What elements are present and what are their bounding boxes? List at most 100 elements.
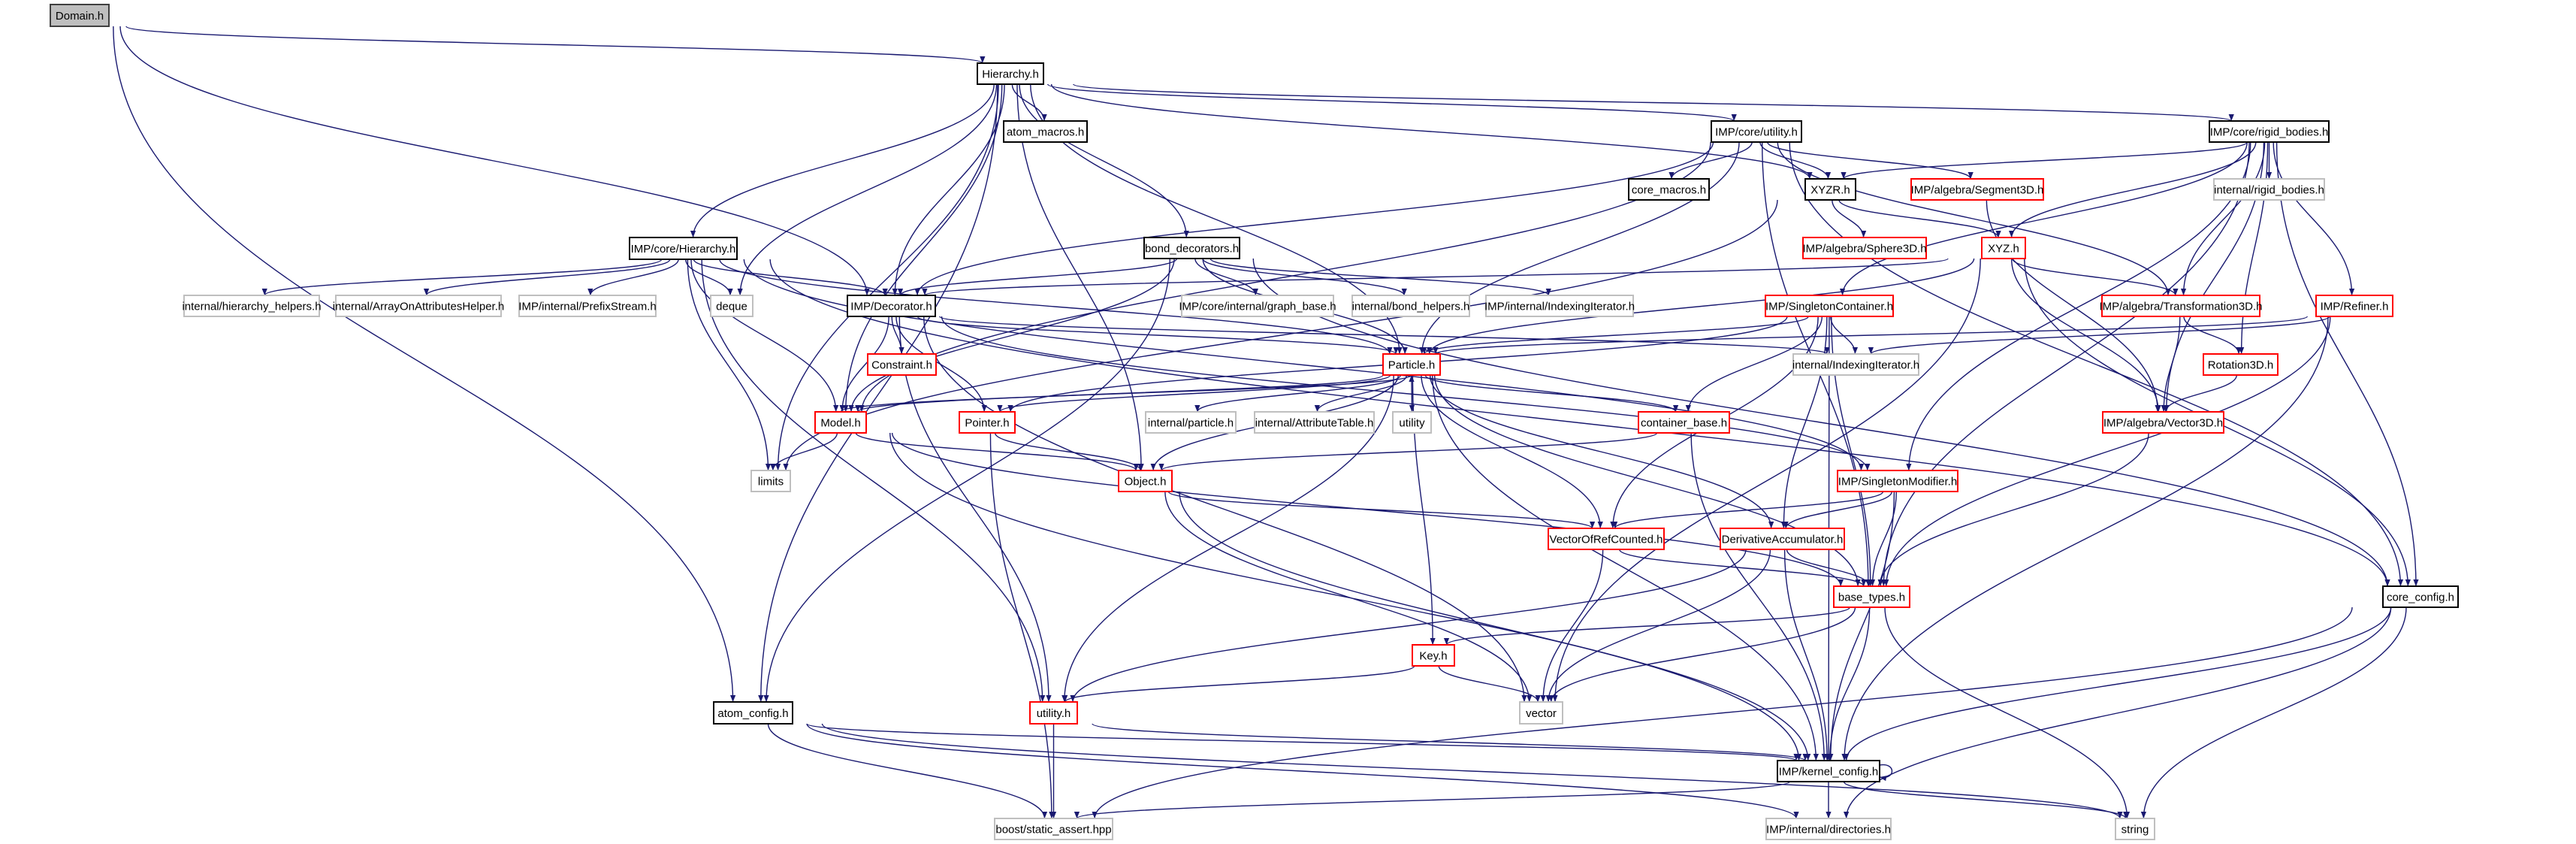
- node-core_config[interactable]: core_config.h: [2382, 585, 2459, 608]
- edge-model-to-limits: [770, 432, 838, 471]
- node-internal_indexing[interactable]: internal/IndexingIterator.h: [1792, 353, 1919, 376]
- edge-core_hierarchy-to-utility_h: [701, 259, 1046, 703]
- edge-hierarchy-to-model: [843, 83, 1003, 413]
- node-decorator[interactable]: IMP/Decorator.h: [847, 295, 936, 317]
- node-deque[interactable]: deque: [710, 295, 753, 317]
- edge-bond_decorators-to-graph_base: [1194, 258, 1258, 296]
- node-atom_macros[interactable]: atom_macros.h: [1003, 120, 1088, 143]
- node-vector3d[interactable]: IMP/algebra/Vector3D.h: [2102, 411, 2224, 434]
- node-domain[interactable]: Domain.h: [50, 4, 110, 27]
- edges-layer: [113, 26, 2419, 819]
- node-pointer[interactable]: Pointer.h: [959, 411, 1016, 434]
- node-label: IMP/core/rigid_bodies.h: [2210, 126, 2329, 139]
- edge-atom_config-to-string: [821, 723, 2123, 819]
- node-core_macros[interactable]: core_macros.h: [1628, 178, 1710, 201]
- edge-particle-to-kernel_config: [1432, 374, 1819, 761]
- node-internal_particle[interactable]: internal/particle.h: [1145, 411, 1237, 434]
- edge-singleton_modifier-to-deriv: [1783, 491, 1893, 529]
- node-limits[interactable]: limits: [750, 470, 791, 492]
- node-box: [1145, 411, 1237, 434]
- node-refiner[interactable]: IMP/Refiner.h: [2315, 295, 2393, 317]
- node-transformation3d[interactable]: IMP/algebra/Transformation3D.h: [2099, 295, 2263, 317]
- node-bond_helpers[interactable]: internal/bond_helpers.h: [1351, 295, 1470, 317]
- node-label: Constraint.h: [871, 359, 932, 372]
- node-singleton_modifier[interactable]: IMP/SingletonModifier.h: [1837, 470, 1958, 492]
- node-deriv[interactable]: DerivativeAccumulator.h: [1720, 528, 1845, 550]
- node-graph_base[interactable]: IMP/core/internal/graph_base.h: [1179, 295, 1336, 317]
- node-label: Key.h: [1419, 650, 1447, 663]
- node-box: [1981, 237, 2026, 259]
- node-key[interactable]: Key.h: [1412, 644, 1455, 667]
- node-attribute_table[interactable]: internal/AttributeTable.h: [1254, 411, 1375, 434]
- edge-singleton_modifier-to-base_types: [1869, 491, 1897, 587]
- node-rotation3d[interactable]: Rotation3D.h: [2203, 353, 2279, 376]
- node-utility_h[interactable]: utility.h: [1029, 701, 1078, 725]
- node-imp_indexing[interactable]: IMP/internal/IndexingIterator.h: [1484, 295, 1635, 317]
- edge-particle-to-container_base: [1424, 374, 1679, 413]
- node-box: [1765, 295, 1894, 317]
- edge-core_hierarchy-to-hierarchy_helpers: [261, 259, 663, 296]
- node-box: [629, 237, 738, 260]
- node-base_types[interactable]: base_types.h: [1833, 585, 1910, 608]
- edge-particle-to-vorc: [1421, 374, 1603, 529]
- edge-hierarchy-to-atom_macros: [1011, 83, 1047, 122]
- edge-segment3d-to-vector3d: [1986, 199, 2161, 413]
- node-label: IMP/core/utility.h: [1715, 126, 1798, 139]
- edge-rigid_bodies-to-refiner: [2272, 141, 2355, 296]
- node-atom_config[interactable]: atom_config.h: [713, 701, 793, 725]
- edge-core_hierarchy-to-core_config: [769, 259, 2390, 587]
- edge-model-to-kernel_config: [889, 432, 1802, 761]
- node-segment3d[interactable]: IMP/algebra/Segment3D.h: [1910, 178, 2044, 201]
- node-utility_std[interactable]: utility: [1392, 411, 1432, 434]
- node-string[interactable]: string: [2115, 818, 2155, 840]
- node-vorc[interactable]: VectorOfRefCounted.h: [1548, 528, 1665, 550]
- node-label: IMP/algebra/Transformation3D.h: [2099, 301, 2262, 313]
- node-box: [1519, 701, 1563, 725]
- edge-decorator-to-vector: [923, 316, 1527, 703]
- node-container_base[interactable]: container_base.h: [1638, 411, 1730, 434]
- node-kernel_config[interactable]: IMP/kernel_config.h: [1777, 760, 1880, 782]
- node-singleton_container[interactable]: IMP/SingletonContainer.h: [1765, 295, 1894, 317]
- node-box: [713, 701, 793, 725]
- node-hierarchy[interactable]: Hierarchy.h: [977, 62, 1044, 85]
- edge-particle-to-attribute_table: [1314, 374, 1408, 413]
- node-hierarchy_helpers[interactable]: internal/hierarchy_helpers.h: [182, 295, 322, 317]
- node-label: Model.h: [820, 417, 860, 430]
- edge-pointer-to-object: [994, 432, 1143, 471]
- node-label: IMP/algebra/Sphere3D.h: [1802, 243, 1926, 256]
- edge-deriv-to-utility_h: [1070, 549, 1747, 703]
- node-array_helper[interactable]: internal/ArrayOnAttributesHelper.h: [333, 295, 504, 317]
- edge-core_config-to-directories: [1844, 607, 2392, 819]
- node-box: [2102, 411, 2224, 434]
- node-xyz[interactable]: XYZ.h: [1981, 237, 2026, 259]
- node-vector[interactable]: vector: [1519, 701, 1563, 725]
- edge-hierarchy-to-core_utility: [1046, 83, 1737, 122]
- edge-domain-to-atom_config: [113, 26, 736, 703]
- node-box: [1711, 120, 1802, 143]
- node-internal_rigid[interactable]: internal/rigid_bodies.h: [2213, 178, 2325, 201]
- node-core_hierarchy[interactable]: IMP/core/Hierarchy.h: [629, 237, 738, 260]
- edge-core_utility-to-core_macros: [1669, 141, 1753, 180]
- node-box: [1802, 237, 1927, 259]
- edge-core_utility-to-transformation3d: [1777, 141, 2171, 296]
- node-label: atom_config.h: [717, 707, 788, 720]
- edge-particle-to-utility_h: [1062, 374, 1394, 703]
- edge-transformation3d-to-vector3d: [2161, 316, 2181, 413]
- node-sphere3d[interactable]: IMP/algebra/Sphere3D.h: [1802, 237, 1927, 259]
- node-static_assert[interactable]: boost/static_assert.hpp: [994, 818, 1113, 840]
- node-constraint[interactable]: Constraint.h: [867, 353, 937, 376]
- node-xyzr[interactable]: XYZR.h: [1804, 178, 1856, 201]
- edge-core_utility-to-decorator: [914, 141, 1714, 296]
- node-rigid_bodies[interactable]: IMP/core/rigid_bodies.h: [2209, 120, 2330, 143]
- edge-vorc-to-vector: [1540, 549, 1604, 703]
- node-core_utility[interactable]: IMP/core/utility.h: [1711, 120, 1802, 143]
- node-particle[interactable]: Particle.h: [1382, 353, 1441, 376]
- node-model[interactable]: Model.h: [814, 411, 867, 434]
- node-box: [183, 295, 320, 317]
- node-directories[interactable]: IMP/internal/directories.h: [1765, 818, 1892, 840]
- node-bond_decorators[interactable]: bond_decorators.h: [1143, 237, 1240, 259]
- node-label: core_macros.h: [1632, 184, 1706, 197]
- edge-singleton_container-to-container_base: [1685, 316, 1823, 413]
- node-prefix_stream[interactable]: IMP/internal/PrefixStream.h: [518, 295, 657, 317]
- node-object[interactable]: Object.h: [1118, 470, 1173, 492]
